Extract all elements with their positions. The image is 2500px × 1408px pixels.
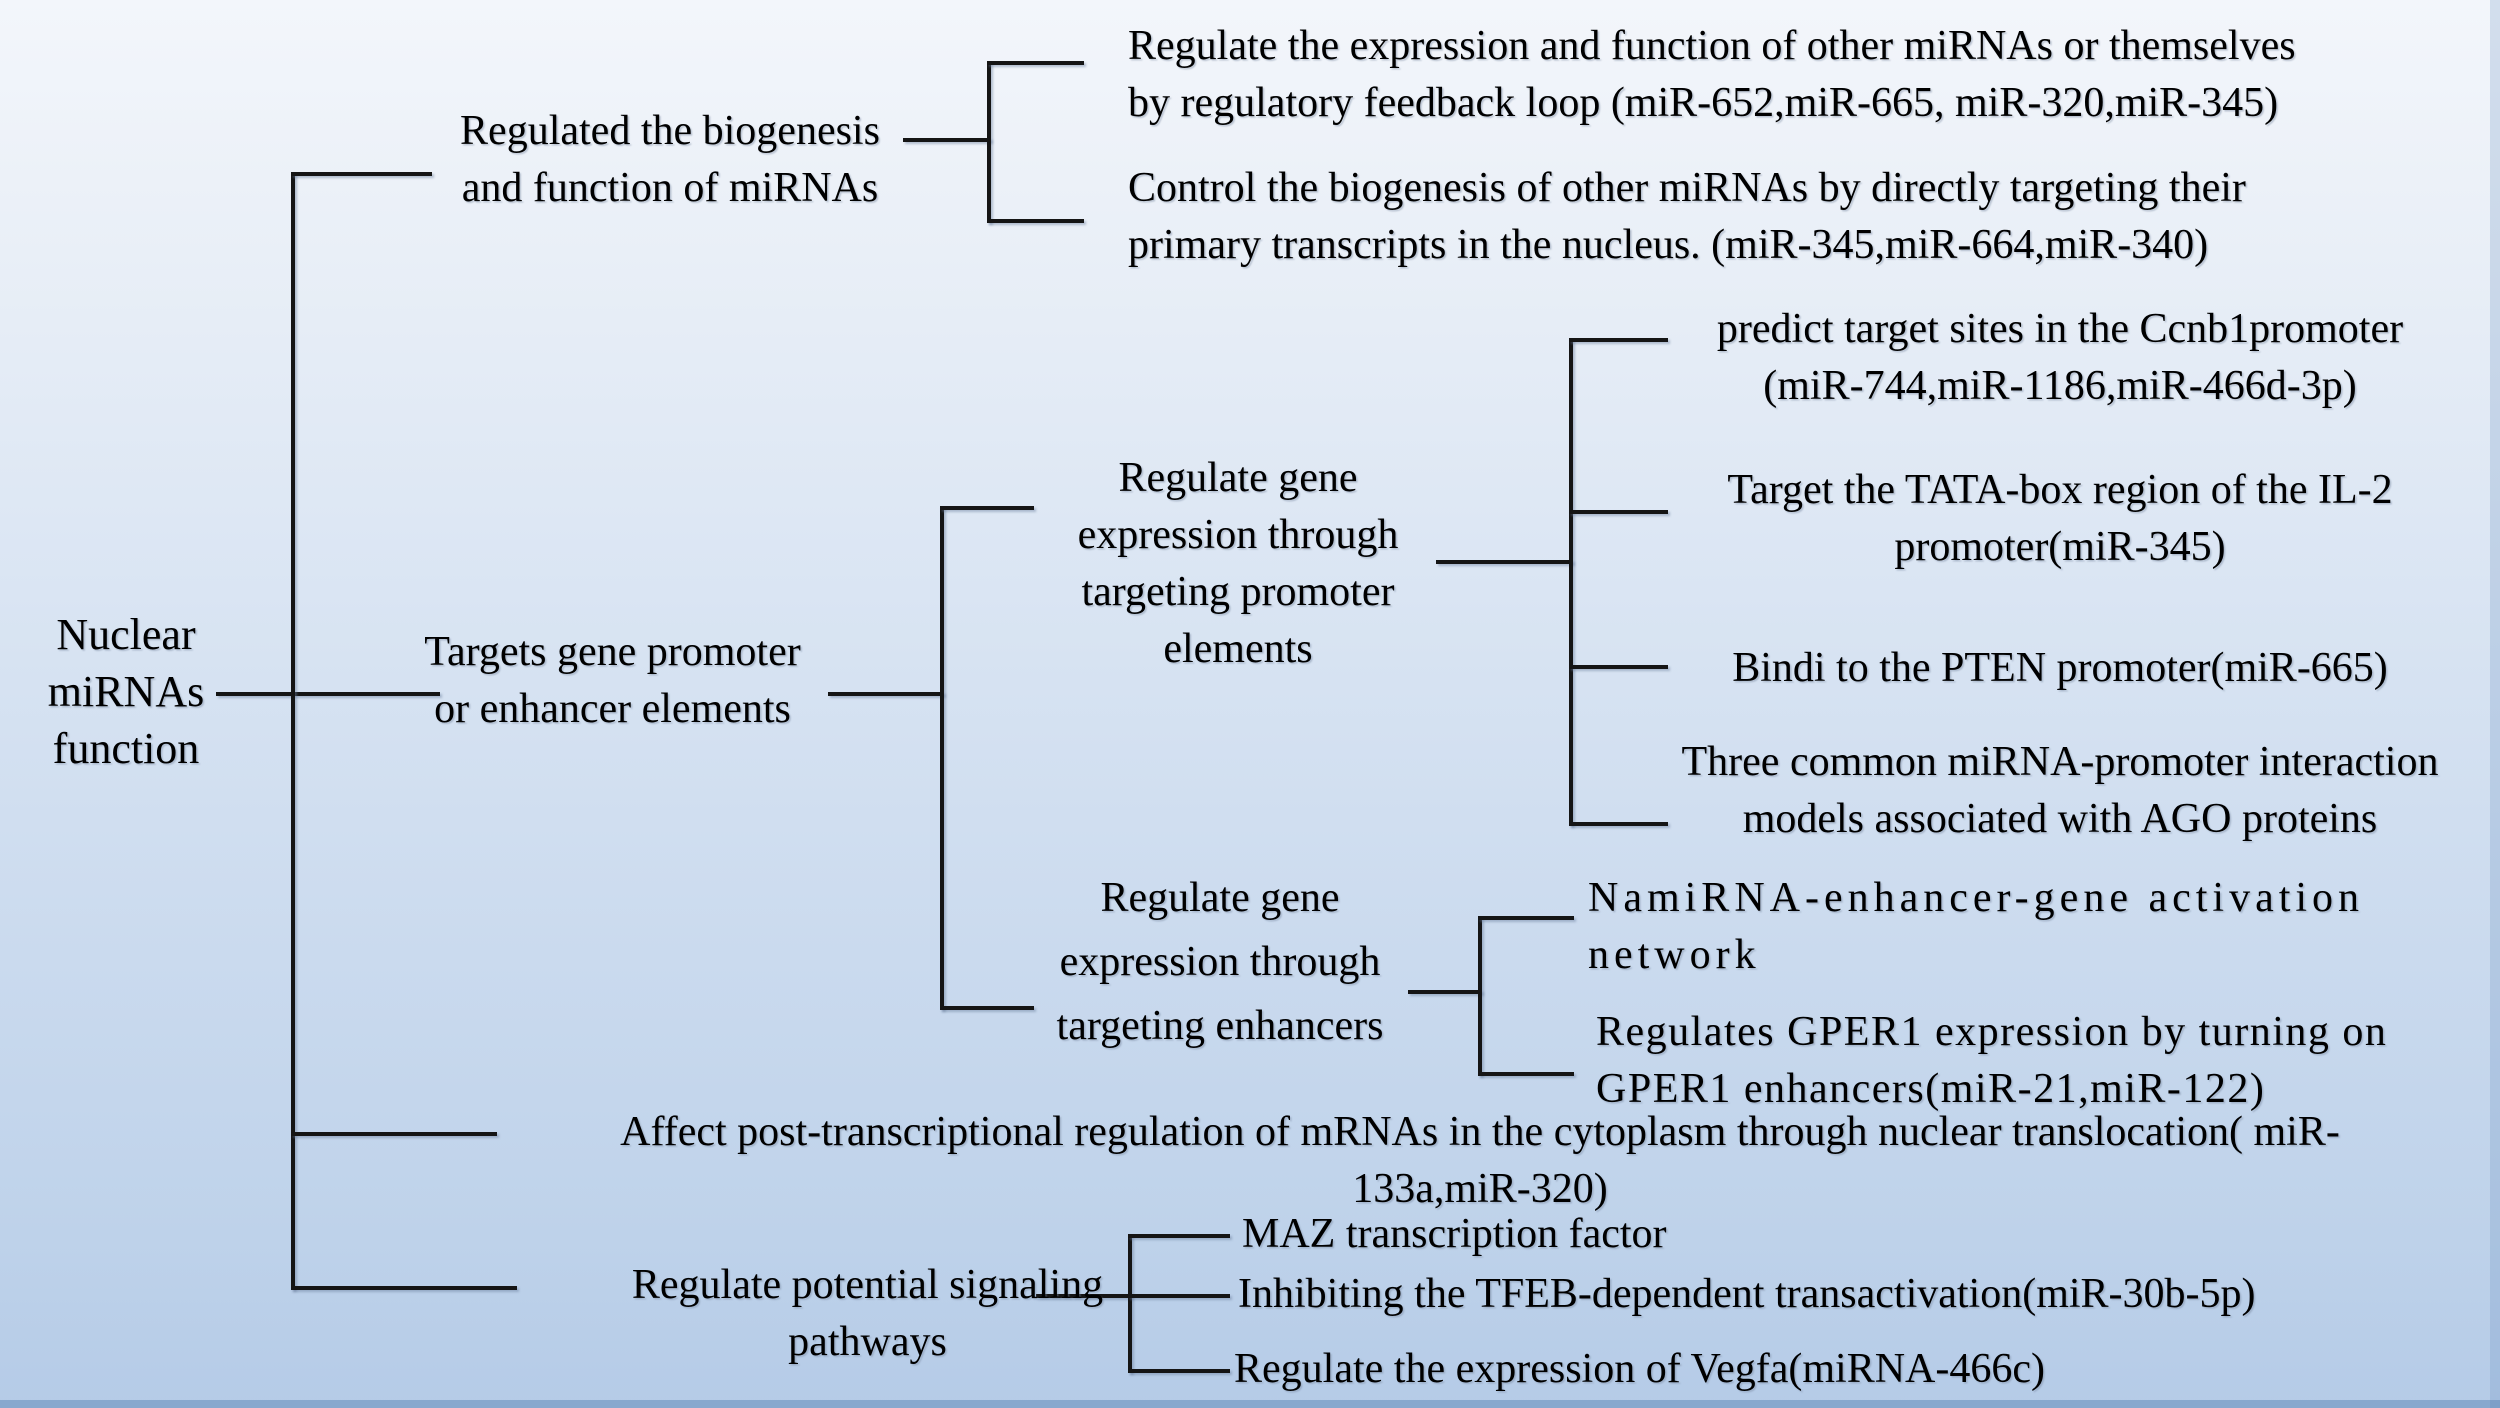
bracket-promoters-vertical <box>1569 338 1573 826</box>
subbranch-promoters-label: Regulate gene expression through targeti… <box>1077 455 1399 672</box>
right-edge-shade <box>2490 0 2500 1408</box>
bracket-biogenesis-tick-bottom <box>987 219 1084 223</box>
branch-biogenesis-label: Regulated the biogenesis and function of… <box>460 108 880 211</box>
connector-biogenesis-right <box>903 138 991 142</box>
connector-targets-right <box>828 692 944 696</box>
bracket-promoters-tick-pten <box>1569 665 1668 669</box>
branch-targets-label: Targets gene promoter or enhancer elemen… <box>424 629 801 732</box>
bracket-enhancers-tick-gper1 <box>1478 1072 1574 1076</box>
root-node: Nuclear miRNAs function <box>47 610 205 773</box>
connector-root-to-targets <box>216 692 440 696</box>
item-tata-box: Target the TATA-box region of the IL-2 p… <box>1727 467 2393 570</box>
connector-signaling-right <box>1036 1294 1132 1298</box>
bracket-signaling-tick-maz <box>1128 1234 1230 1238</box>
trunk-line <box>291 172 295 1290</box>
item-ccnb1-promoter: predict target sites in the Ccnb1promote… <box>1716 306 2404 409</box>
bracket-promoters-tick-ago <box>1569 822 1668 826</box>
bracket-targets-vertical <box>940 506 944 1010</box>
bracket-targets-tick-enhancers <box>940 1006 1034 1010</box>
connector-biogenesis-tick <box>291 172 432 176</box>
bracket-enhancers-vertical <box>1478 916 1482 1076</box>
bracket-biogenesis-tick-top <box>987 61 1084 65</box>
bracket-promoters-tick-ccnb1 <box>1569 338 1668 342</box>
bracket-signaling-tick-tfeb <box>1128 1294 1230 1298</box>
item-namirna-network: NamiRNA-enhancer-gene activation network <box>1588 875 2365 978</box>
subbranch-enhancers-label: Regulate gene expression through targeti… <box>1056 875 1384 1049</box>
bracket-enhancers-tick-namirna <box>1478 916 1574 920</box>
connector-enhancers-right <box>1408 990 1482 994</box>
item-tfeb-transactivation: Inhibiting the TFEB-dependent transactiv… <box>1238 1271 2256 1317</box>
bracket-signaling-tick-vegfa <box>1128 1369 1230 1373</box>
bracket-promoters-tick-tata <box>1569 510 1668 514</box>
item-maz-factor: MAZ transcription factor <box>1242 1211 1667 1257</box>
item-ago-models: Three common miRNA-promoter interaction … <box>1681 739 2439 842</box>
connector-promoters-right <box>1436 560 1573 564</box>
item-feedback-loop: Regulate the expression and function of … <box>1128 23 2296 126</box>
bracket-targets-tick-promoters <box>940 506 1034 510</box>
item-gper1-enhancers: Regulates GPER1 expression by turning on… <box>1596 1009 2388 1112</box>
branch-signaling-label: Regulate potential signaling pathways <box>631 1262 1104 1365</box>
item-pten-promoter: Bindi to the PTEN promoter(miR-665) <box>1732 645 2388 691</box>
bracket-signaling-vertical <box>1128 1234 1132 1373</box>
branch-translocation-label: Affect post-transcriptional regulation o… <box>620 1109 2340 1212</box>
item-control-biogenesis: Control the biogenesis of other miRNAs b… <box>1128 165 2246 268</box>
connector-signaling-tick <box>291 1286 517 1290</box>
connector-translocation-tick <box>291 1132 497 1136</box>
item-vegfa-expression: Regulate the expression of Vegfa(miRNA-4… <box>1234 1346 2046 1392</box>
bracket-biogenesis-vertical <box>987 61 991 223</box>
bottom-edge-shade <box>0 1400 2500 1408</box>
